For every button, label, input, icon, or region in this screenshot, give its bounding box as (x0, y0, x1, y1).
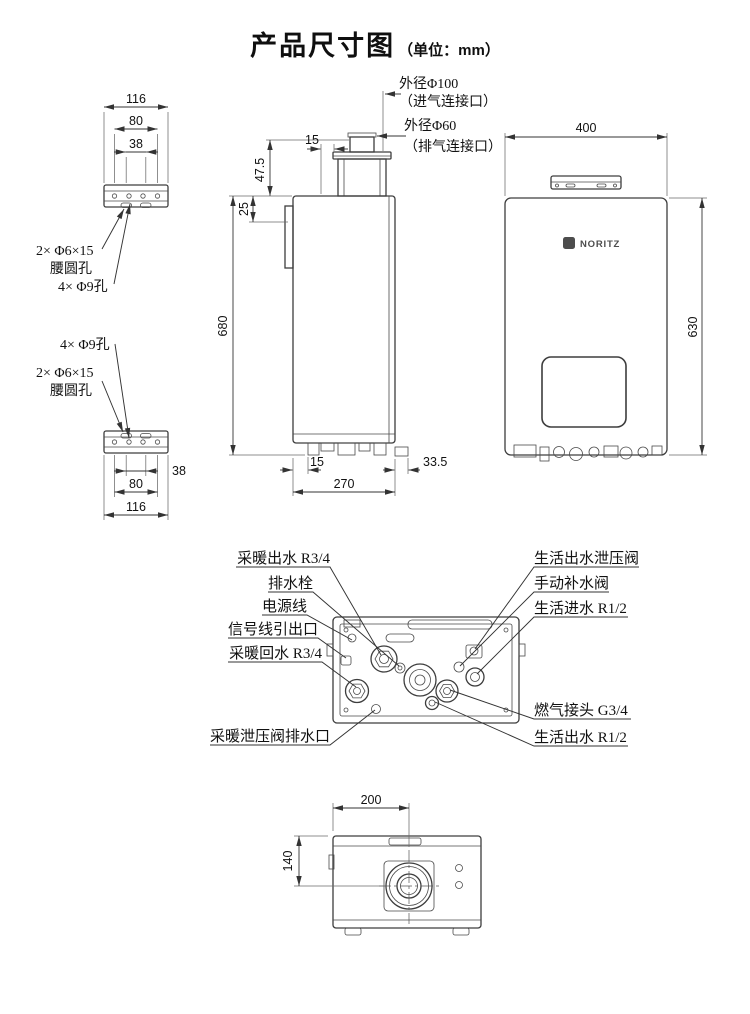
flue-callouts: 外径Φ100 （进气连接口） 外径Φ60 （排气连接口） (377, 76, 502, 155)
dim-bracket-80-top: 80 (114, 114, 158, 132)
fitting-heating-return (344, 678, 370, 704)
dim-height-680: 680 (216, 196, 305, 456)
fitting-heating-outlet (370, 645, 398, 673)
callout-dhw-inlet: 生活进水 R1/2 (534, 600, 627, 617)
fitting-center-valve (403, 663, 437, 697)
dim-rear-clearance-33-5: 33.5 (383, 455, 447, 474)
flue-exhaust-diameter-label: 外径Φ60 (404, 118, 456, 134)
fitting-dhw-inlet (465, 667, 485, 687)
brand-logo: NORITZ (563, 237, 620, 250)
hanging-bracket-front (550, 175, 622, 190)
fitting-dhw-outlet (424, 695, 440, 711)
fitting-gas-connector (435, 679, 459, 703)
dim-bracket-116-bottom: 116 (104, 500, 168, 518)
dim-depth-270: 270 (292, 458, 396, 496)
dim-text-15-top: 15 (305, 133, 319, 147)
dim-text-116: 116 (126, 92, 146, 106)
top-view-drawing: 200 140 (281, 793, 482, 936)
dim-bracket-80-bottom: 80 (114, 477, 158, 495)
slot-hole-label-top-line2: 腰圆孔 (50, 261, 92, 277)
slot-hole-label-bottom-line2: 腰圆孔 (50, 383, 92, 399)
dim-front-clearance-15: 15 (280, 455, 324, 474)
mounting-bracket-detail-top: 116 80 38 2× Φ6×15 腰圆孔 4× Φ9孔 (36, 92, 169, 295)
side-view-drawing: 47.5 15 25 680 (216, 132, 447, 496)
bottom-view-drawing: 采暖出水 R3/4 排水栓 电源线 信号线引出口 采暖回水 R3/4 采暖泄压阀… (210, 550, 639, 747)
slot-hole-label-top-line1: 2× Φ6×15 (36, 244, 94, 259)
callout-relief-drain: 采暖泄压阀排水口 (210, 728, 330, 745)
dim-text-680: 680 (216, 316, 230, 337)
dim-text-140: 140 (281, 851, 295, 872)
front-view-drawing: 400 NORITZ (504, 121, 707, 462)
dim-bracket-116-top: 116 (104, 92, 168, 110)
page-title: 产品尺寸图 （单位：mm） (0, 24, 750, 63)
flue-intake-name-label: （进气连接口） (399, 93, 497, 110)
flue-opening-top (379, 850, 439, 924)
callout-drain-plug: 排水栓 (268, 575, 313, 592)
front-access-door (541, 356, 627, 428)
dim-text-80: 80 (129, 114, 143, 128)
fitting-relief-drain (371, 704, 381, 714)
dim-text-38b: 38 (172, 464, 186, 478)
callout-power-cord: 电源线 (262, 598, 307, 615)
dim-text-47-5: 47.5 (253, 158, 267, 182)
dim-bracket-38-top: 38 (114, 137, 158, 155)
connection-callouts-left: 采暖出水 R3/4 排水栓 电源线 信号线引出口 采暖回水 R3/4 采暖泄压阀… (210, 550, 400, 746)
dim-text-33-5: 33.5 (423, 455, 447, 469)
dim-width-400: 400 (505, 121, 667, 140)
fitting-manual-fill-valve (453, 661, 465, 673)
callout-heating-return: 采暖回水 R3/4 (229, 645, 322, 662)
dim-flue-from-back-140: 140 (281, 835, 384, 887)
callout-dhw-outlet: 生活出水 R1/2 (534, 729, 627, 746)
callout-signal-outlet: 信号线引出口 (228, 621, 318, 638)
dim-bracket-38-bottom: 38 (114, 464, 186, 478)
fitting-drain-plug (394, 662, 406, 674)
dim-text-200: 200 (361, 793, 382, 807)
dim-text-270: 270 (334, 477, 355, 491)
callout-heating-outlet: 采暖出水 R3/4 (237, 550, 330, 567)
dim-height-630: 630 (669, 197, 707, 456)
dim-flue-height-47-5: 47.5 (253, 139, 349, 196)
dim-text-15-bottom: 15 (310, 455, 324, 469)
brand-text: NORITZ (580, 239, 620, 250)
round-hole-label-top: 4× Φ9孔 (58, 279, 108, 295)
fitting-dhw-relief-valve (465, 644, 483, 659)
flue-exhaust-name-label: （排气连接口） (404, 138, 502, 155)
dim-flue-offset-15: 15 (305, 133, 348, 194)
dim-flue-from-left-200: 200 (332, 793, 410, 847)
round-hole-label-bottom: 4× Φ9孔 (60, 337, 110, 353)
slot-hole-label-bottom-line1: 2× Φ6×15 (36, 366, 94, 381)
dim-text-25: 25 (237, 202, 251, 216)
callout-dhw-relief-valve: 生活出水泄压阀 (534, 550, 639, 567)
dim-text-38: 38 (129, 137, 143, 151)
callout-gas-connector: 燃气接头 G3/4 (534, 701, 628, 719)
noritz-logo-mark (563, 237, 575, 249)
dim-text-80b: 80 (129, 477, 143, 491)
title-text: 产品尺寸图 (250, 31, 396, 61)
callout-manual-fill-valve: 手动补水阀 (534, 575, 609, 592)
dim-text-630: 630 (686, 317, 700, 338)
dim-bracket-offset-25: 25 (237, 196, 288, 223)
dim-text-116b: 116 (126, 500, 146, 514)
fitting-signal-outlet (340, 655, 352, 666)
front-bottom-fittings (513, 444, 663, 462)
title-unit-note: （单位：mm） (398, 42, 500, 59)
mounting-bracket-detail-bottom: 38 80 116 4× Φ9孔 2× Φ6×15 腰圆孔 (36, 337, 186, 520)
dim-text-400: 400 (576, 121, 597, 135)
flue-intake-diameter-label: 外径Φ100 (399, 76, 458, 92)
connection-callouts-right: 生活出水泄压阀 手动补水阀 生活进水 R1/2 燃气接头 G3/4 生活出水 R… (434, 550, 639, 747)
